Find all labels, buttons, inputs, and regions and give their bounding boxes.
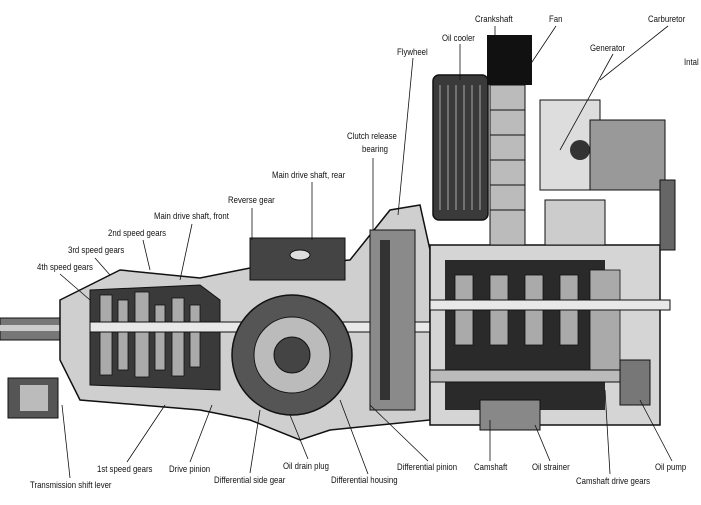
label-generator: Generator <box>590 43 626 54</box>
label-camshaft: Camshaft <box>474 462 508 473</box>
label-carburetor: Carburetor <box>648 14 686 25</box>
label-3rd-speed-gears: 3rd speed gears <box>68 245 125 256</box>
label-clutch-release-bearing-line2: bearing <box>362 144 388 155</box>
label-oil-pump: Oil pump <box>655 462 687 473</box>
label-differential-side-gear: Differential side gear <box>214 475 286 486</box>
label-oil-strainer: Oil strainer <box>532 462 570 473</box>
label-fan: Fan <box>549 14 563 25</box>
label-differential-housing: Differential housing <box>331 475 398 486</box>
label-transmission-shift-lever: Transmission shift lever <box>30 480 112 491</box>
label-crankshaft: Crankshaft <box>475 14 513 25</box>
label-1st-speed-gears: 1st speed gears <box>97 464 153 475</box>
label-4th-speed-gears: 4th speed gears <box>37 262 93 273</box>
label-reverse-gear: Reverse gear <box>228 195 275 206</box>
label-intake: Intal <box>684 57 699 68</box>
label-drive-pinion: Drive pinion <box>169 464 211 475</box>
label-flywheel: Flywheel <box>397 47 428 58</box>
label-oil-drain-plug: Oil drain plug <box>283 461 329 472</box>
label-2nd-speed-gears: 2nd speed gears <box>108 228 167 239</box>
label-main-drive-shaft-front: Main drive shaft, front <box>154 211 229 222</box>
label-main-drive-shaft-rear: Main drive shaft, rear <box>272 170 346 181</box>
label-camshaft-drive-gears: Camshaft drive gears <box>576 476 651 487</box>
label-oil-cooler: Oil cooler <box>442 33 475 44</box>
label-clutch-release-bearing-line1: Clutch release <box>347 131 397 142</box>
label-differential-pinion: Differential pinion <box>397 462 458 473</box>
